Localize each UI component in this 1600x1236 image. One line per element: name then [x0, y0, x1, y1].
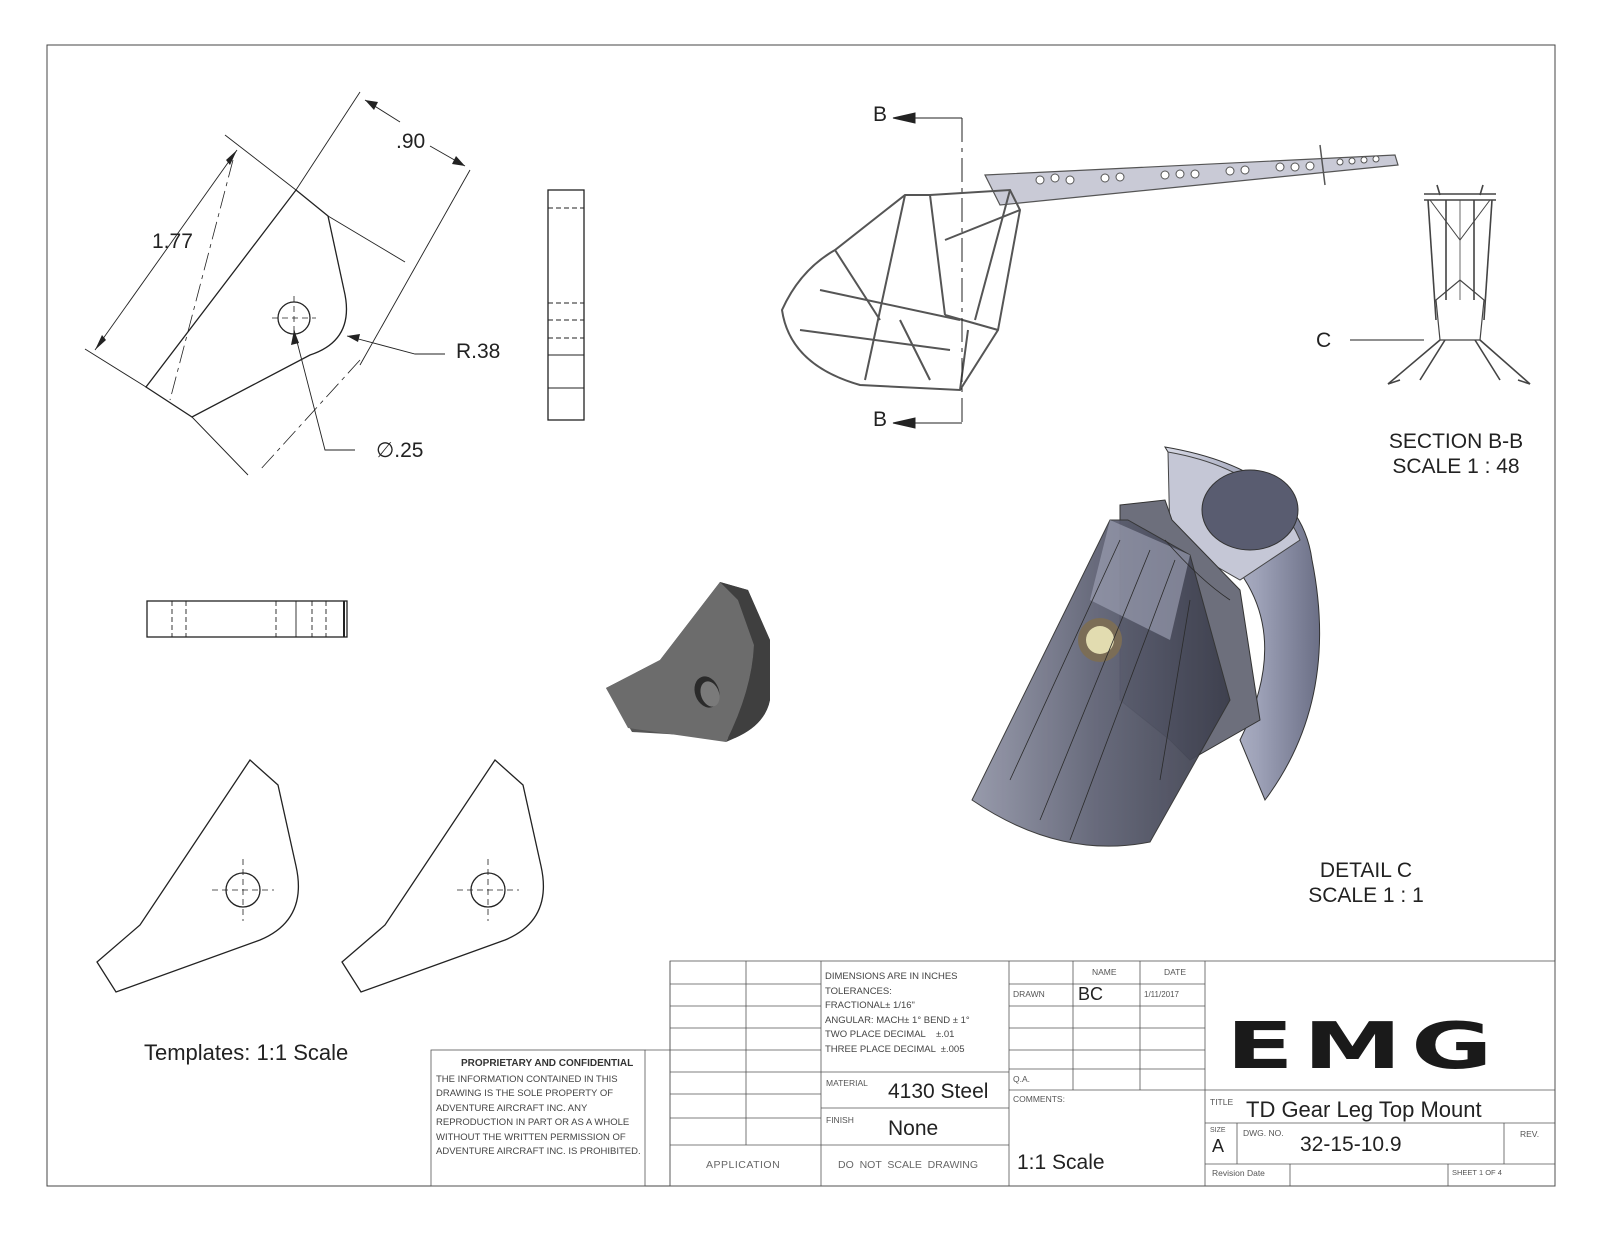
- tolerances-note: DIMENSIONS ARE IN INCHES TOLERANCES: FRA…: [825, 970, 970, 1058]
- hole-value: .25: [394, 439, 424, 462]
- company-logo: EMG: [1226, 1010, 1502, 1084]
- tol-line-2: TOLERANCES:: [825, 985, 892, 997]
- detail-marker: C: [1316, 329, 1332, 352]
- application-label: APPLICATION: [706, 1159, 781, 1171]
- detail-title-text: DETAIL C: [1319, 859, 1413, 882]
- tol-line-3: FRACTIONAL± 1/16": [825, 1000, 915, 1012]
- detail-c-view: [971, 446, 1321, 847]
- width-dimension: .90: [396, 130, 426, 153]
- tol-line-6: THREE PLACE DECIMAL ±.005: [825, 1043, 965, 1055]
- size-label: SIZE: [1210, 1127, 1226, 1134]
- dwg-no-value: 32-15-10.9: [1300, 1133, 1402, 1156]
- isometric-part: [606, 582, 770, 742]
- section-marker-top: B: [873, 103, 888, 126]
- proprietary-title: PROPRIETARY AND CONFIDENTIAL: [461, 1058, 634, 1069]
- title-block: [430, 960, 1556, 1187]
- tol-line-5: TWO PLACE DECIMAL ±.01: [825, 1029, 955, 1041]
- detail-scale-text: SCALE 1 : 1: [1308, 884, 1424, 907]
- finish-value: None: [888, 1117, 939, 1140]
- material-label: MATERIAL: [826, 1078, 868, 1088]
- side-view-vertical: [547, 189, 585, 421]
- hole-dimension: ∅.25: [376, 438, 424, 463]
- detail-title: DETAIL C SCALE 1 : 1: [1286, 858, 1446, 908]
- size-value: A: [1212, 1136, 1225, 1156]
- tol-line-4: ANGULAR: MACH± 1° BEND ± 1°: [825, 1014, 970, 1026]
- section-title-text: SECTION B-B: [1388, 430, 1524, 453]
- sheet-label: SHEET 1 OF 4: [1452, 1168, 1502, 1177]
- section-cut-line: [892, 112, 963, 429]
- diameter-symbol: ∅: [376, 439, 395, 462]
- comments-label: COMMENTS:: [1013, 1094, 1065, 1104]
- drawn-date: 1/11/2017: [1144, 990, 1179, 999]
- revision-date-label: Revision Date: [1212, 1168, 1265, 1178]
- title-label: TITLE: [1210, 1097, 1234, 1107]
- fuselage-frame: [780, 144, 1399, 392]
- title-value: TD Gear Leg Top Mount: [1246, 1097, 1482, 1122]
- height-dimension: 1.77: [152, 230, 193, 253]
- dwg-no-label: DWG. NO.: [1243, 1128, 1284, 1138]
- finish-label: FINISH: [826, 1115, 854, 1125]
- radius-dimension: R.38: [456, 340, 501, 363]
- section-marker-bottom: B: [873, 408, 888, 431]
- drawn-label: DRAWN: [1013, 989, 1045, 999]
- qa-label: Q.A.: [1013, 1074, 1031, 1084]
- bottom-view-horizontal: [146, 600, 348, 638]
- material-value: 4130 Steel: [888, 1080, 989, 1103]
- main-part-view: [84, 91, 471, 476]
- comments-value: 1:1 Scale: [1017, 1151, 1105, 1174]
- rev-label: REV.: [1520, 1129, 1540, 1139]
- section-title: SECTION B-B SCALE 1 : 48: [1376, 429, 1536, 479]
- date-header: DATE: [1164, 967, 1187, 977]
- do-not-scale-label: DO NOT SCALE DRAWING: [838, 1159, 979, 1171]
- section-bb-view: [1350, 184, 1531, 385]
- proprietary-text: THE INFORMATION CONTAINED IN THIS DRAWIN…: [436, 1074, 641, 1158]
- tol-line-1: DIMENSIONS ARE IN INCHES: [825, 971, 958, 982]
- drawn-name: BC: [1078, 984, 1104, 1004]
- section-scale-text: SCALE 1 : 48: [1392, 455, 1520, 478]
- templates-label: Templates: 1:1 Scale: [144, 1040, 349, 1065]
- template-parts: [96, 759, 545, 993]
- name-header: NAME: [1092, 967, 1117, 977]
